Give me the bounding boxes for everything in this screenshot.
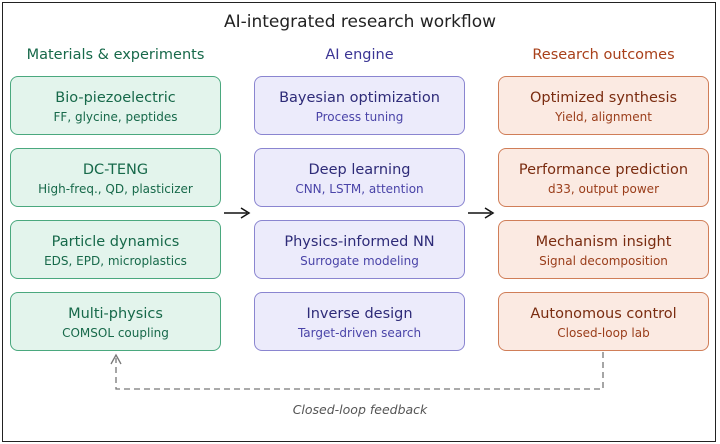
diagram-title: AI-integrated research workflow [223,12,497,32]
box-title: Inverse design [306,306,413,322]
box-title: Physics-informed NN [284,234,435,250]
box-subtitle: Process tuning [315,110,404,124]
box-subtitle: Closed-loop lab [557,326,650,340]
box-title: Particle dynamics [51,234,180,250]
box-subtitle: Target-driven search [297,326,422,340]
box-bio-piezoelectric: Bio-piezoelectric FF, glycine, peptides [10,76,221,135]
feedback-loop-arrow [110,352,604,390]
box-title: Deep learning [308,162,411,178]
arrow-materials-to-ai [224,207,251,219]
box-deep-learning: Deep learning CNN, LSTM, attention [254,148,465,207]
box-subtitle: COMSOL coupling [62,326,169,340]
box-inverse-design: Inverse design Target-driven search [254,292,465,351]
arrow-ai-to-outcomes [468,207,495,219]
box-title: DC-TENG [82,162,149,178]
box-title: Optimized synthesis [529,90,678,106]
box-particle-dynamics: Particle dynamics EDS, EPD, microplastic… [10,220,221,279]
box-title: Performance prediction [518,162,689,178]
box-performance-prediction: Performance prediction d33, output power [498,148,709,207]
box-title: Multi-physics [68,306,163,322]
box-optimized-synthesis: Optimized synthesis Yield, alignment [498,76,709,135]
box-physics-informed-nn: Physics-informed NN Surrogate modeling [254,220,465,279]
box-subtitle: CNN, LSTM, attention [295,182,424,196]
box-subtitle: EDS, EPD, microplastics [44,254,187,268]
column-header-materials: Materials & experiments [26,47,205,63]
box-mechanism-insight: Mechanism insight Signal decomposition [498,220,709,279]
box-title: Bayesian optimization [279,90,440,106]
box-subtitle: FF, glycine, peptides [53,110,178,124]
box-bayesian-optimization: Bayesian optimization Process tuning [254,76,465,135]
feedback-label: Closed-loop feedback [292,402,428,417]
box-multi-physics: Multi-physics COMSOL coupling [10,292,221,351]
column-header-ai-engine: AI engine [325,47,394,63]
box-subtitle: Surrogate modeling [300,254,419,268]
box-title: Autonomous control [530,306,677,322]
box-subtitle: Signal decomposition [539,254,668,268]
box-title: Bio-piezoelectric [55,90,176,106]
box-title: Mechanism insight [535,234,672,250]
box-dc-teng: DC-TENG High-freq., QD, plasticizer [10,148,221,207]
box-subtitle: High-freq., QD, plasticizer [38,182,193,196]
column-header-outcomes: Research outcomes [532,47,675,63]
box-autonomous-control: Autonomous control Closed-loop lab [498,292,709,351]
box-subtitle: d33, output power [548,182,659,196]
box-subtitle: Yield, alignment [555,110,652,124]
